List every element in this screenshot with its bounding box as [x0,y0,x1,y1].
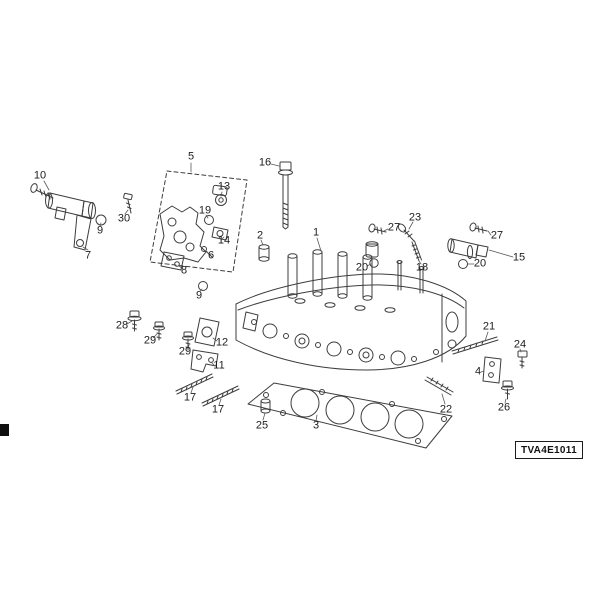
gasket-8 [160,251,185,271]
callout-5: 5 [187,150,195,163]
bracket-11 [190,349,219,373]
callout-27: 27 [387,221,401,234]
bolt-23 [397,223,415,242]
o-ring-20a [369,258,379,268]
callout-12: 12 [215,336,229,349]
stud-18 [411,240,422,262]
oil-control-valve-7 [45,192,96,251]
diagram-code: TVA4E1011 [521,444,577,456]
stud-22 [424,376,454,396]
bracket-4 [482,356,502,384]
plug-25 [260,398,271,414]
callout-7: 7 [84,249,92,262]
bolt-26 [501,380,514,400]
callout-30: 30 [117,212,131,225]
bolt-10 [30,183,54,200]
callout-13: 13 [217,180,231,193]
cylinder-head-body [235,260,467,371]
page-edge-artifact-icon [0,424,9,436]
callout-10: 10 [33,169,47,182]
bolt-24 [517,350,528,369]
callout-6: 6 [207,249,215,262]
valve-guide-tubes [287,249,373,301]
callout-23: 23 [408,211,422,224]
callout-9: 9 [96,224,104,237]
callout-28: 28 [115,319,129,332]
stud-21 [451,336,499,355]
callout-24: 24 [513,338,527,351]
callout-26: 26 [497,401,511,414]
valve-14 [211,226,229,241]
callout-16: 16 [258,156,272,169]
bolt-29a [153,321,165,341]
callout-20: 20 [355,261,369,274]
tube-seal-2 [258,244,270,262]
callout-2: 2 [256,229,264,242]
bolt-27b [469,222,488,234]
vtc-assembly-box [149,170,248,273]
bolt-6 [201,246,213,258]
callout-9-2: 9 [195,289,203,302]
cam-sensor-a [365,241,379,258]
bolt-27a [368,223,387,235]
callout-22: 22 [439,403,453,416]
callout-17-2: 17 [211,403,225,416]
callout-15: 15 [512,251,526,264]
callout-29: 29 [143,334,157,347]
callout-18: 18 [415,261,429,274]
o-ring-9b [198,281,208,291]
callout-17: 17 [183,391,197,404]
diagram-code-box: TVA4E1011 [515,441,583,459]
callout-1: 1 [312,226,320,239]
callout-4: 4 [474,365,482,378]
callout-29-2: 29 [178,345,192,358]
gasket-12 [194,317,220,347]
callout-3: 3 [312,419,320,432]
o-ring-9a [95,214,107,226]
bolt-30 [123,192,133,214]
cam-sensor-15 [447,238,489,259]
callout-21: 21 [482,320,496,333]
bolt-16 [278,161,293,230]
o-ring-19 [204,215,214,225]
callout-11: 11 [213,359,225,372]
callout-14: 14 [217,234,231,247]
callout-25: 25 [255,419,269,432]
o-ring-20b [458,259,468,269]
callout-27-2: 27 [490,229,504,242]
studs-17 [175,373,240,407]
callout-19: 19 [198,204,212,217]
leader-lines [43,162,522,422]
callout-20-2: 20 [473,257,487,270]
callout-8: 8 [180,264,188,277]
head-gasket [247,382,453,449]
bolt-28 [127,310,142,332]
